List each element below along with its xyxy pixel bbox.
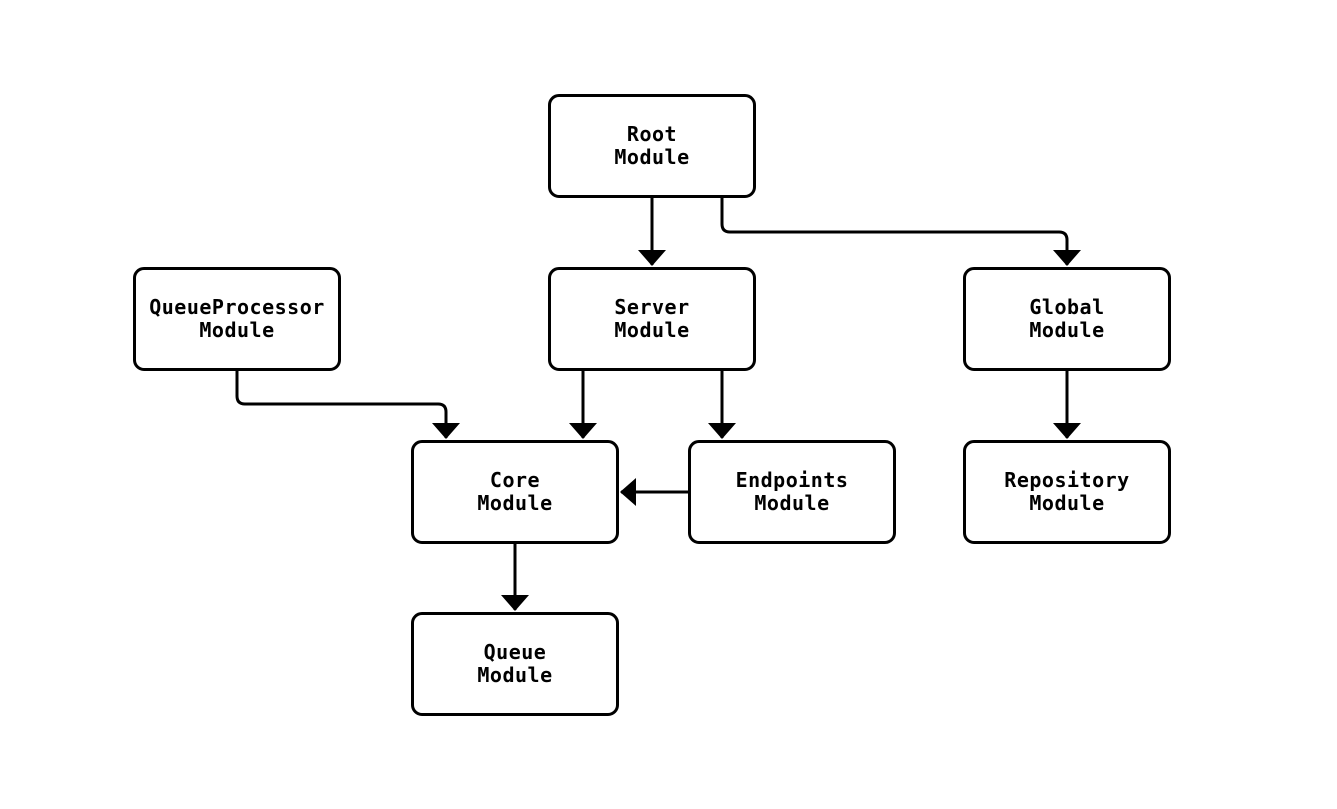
edge-root-to-global [720, 198, 1081, 266]
node-label: Core Module [477, 468, 553, 515]
node-label: Queue Module [477, 640, 553, 687]
node-endpoints-module: Endpoints Module [688, 440, 896, 544]
node-queue-module: Queue Module [411, 612, 619, 716]
node-label: Repository Module [1004, 468, 1130, 515]
node-label: QueueProcessor Module [149, 295, 325, 342]
node-core-module: Core Module [411, 440, 619, 544]
node-label: Root Module [614, 122, 690, 169]
node-label: Server Module [614, 295, 690, 342]
node-queueprocessor-module: QueueProcessor Module [133, 267, 341, 371]
node-label: Endpoints Module [735, 468, 849, 515]
node-server-module: Server Module [548, 267, 756, 371]
node-global-module: Global Module [963, 267, 1171, 371]
node-root-module: Root Module [548, 94, 756, 198]
edge-queueprocessor-to-core [235, 371, 460, 439]
node-label: Global Module [1029, 295, 1105, 342]
node-repository-module: Repository Module [963, 440, 1171, 544]
